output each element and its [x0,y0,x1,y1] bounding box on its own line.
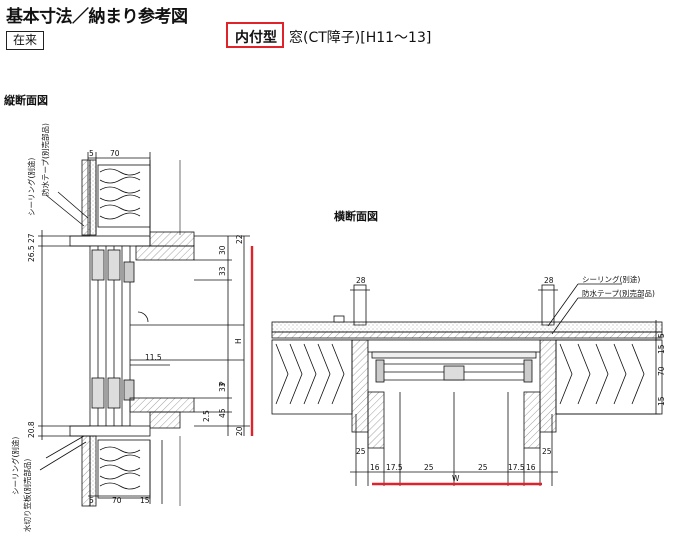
dim-left-20-8: 20.8 [27,421,36,438]
dim-right-15-top: 15 [657,344,666,354]
callout-sealing-bottom: シーリング(別途) [10,437,20,495]
dim-17-5-left: 17.5 [386,463,403,472]
dim-right-5: 5 [657,333,666,338]
product-name: 窓(CT障子)[H11〜13] [289,30,432,46]
callout-waterproof-tape-horizontal: 防水テープ(別売部品) [582,288,655,298]
horizontal-dimension-labels: 28 28 25 16 17.5 25 25 17.5 W 25 16 5 15… [356,274,666,483]
horizontal-section-label: 横断面図 [334,210,378,223]
page-title: 基本寸法／納まり参考図 [6,7,188,27]
dim-right-25: 25 [542,447,552,456]
dim-right-20: 20 [235,426,244,436]
dim-right-33-bottom: 33 [218,382,227,392]
dim-right-30: 30 [218,245,227,255]
dim-left-16: 16 [370,463,380,472]
vertical-section [38,152,250,507]
dim-25-left: 25 [424,463,434,472]
construction-badge: 在来 [6,31,44,50]
callout-sill-flashing-bottom: 水切り笠板(別売部品) [22,459,32,532]
dim-w-symbol: W [452,474,460,483]
horizontal-section [271,283,663,486]
dim-top-28-right: 28 [544,276,554,285]
dim-left-27: 27 [27,233,36,243]
mount-type-highlight [226,22,284,48]
dim-bottom-70: 70 [112,496,122,505]
dim-top-5: 5 [89,149,94,158]
vertical-dimension-labels: 5 70 5 70 15 11.5 26.5 27 20.8 22 30 33 … [10,123,244,532]
callout-sealing-horizontal: シーリング(別途) [582,274,640,284]
dim-bottom-15: 15 [140,496,150,505]
dim-right-16: 16 [526,463,536,472]
dim-top-70: 70 [110,149,120,158]
dim-left-26-5: 26.5 [27,245,36,262]
dim-bottom-5: 5 [89,496,94,505]
callout-sealing-top: シーリング(別途) [26,158,36,216]
dim-right-22: 22 [235,234,244,244]
vertical-section-label: 縦断面図 [4,94,48,107]
mount-type-label: 内付型 [235,30,277,46]
dim-inner-11-5: 11.5 [145,353,162,362]
dim-h-symbol: H [234,338,243,344]
dim-right-45: 45 [218,408,227,418]
dim-right-33-top: 33 [218,266,227,276]
dim-right-2-5: 2.5 [202,410,211,422]
dim-17-5-right: 17.5 [508,463,525,472]
dim-right-15-bottom: 15 [657,396,666,406]
dim-top-28-left: 28 [356,276,366,285]
callout-waterproof-tape-top: 防水テープ(別売部品) [40,123,50,196]
dim-right-70: 70 [657,366,666,376]
dim-p-symbol: P [218,381,227,386]
dim-left-25: 25 [356,447,366,456]
dim-25-right: 25 [478,463,488,472]
